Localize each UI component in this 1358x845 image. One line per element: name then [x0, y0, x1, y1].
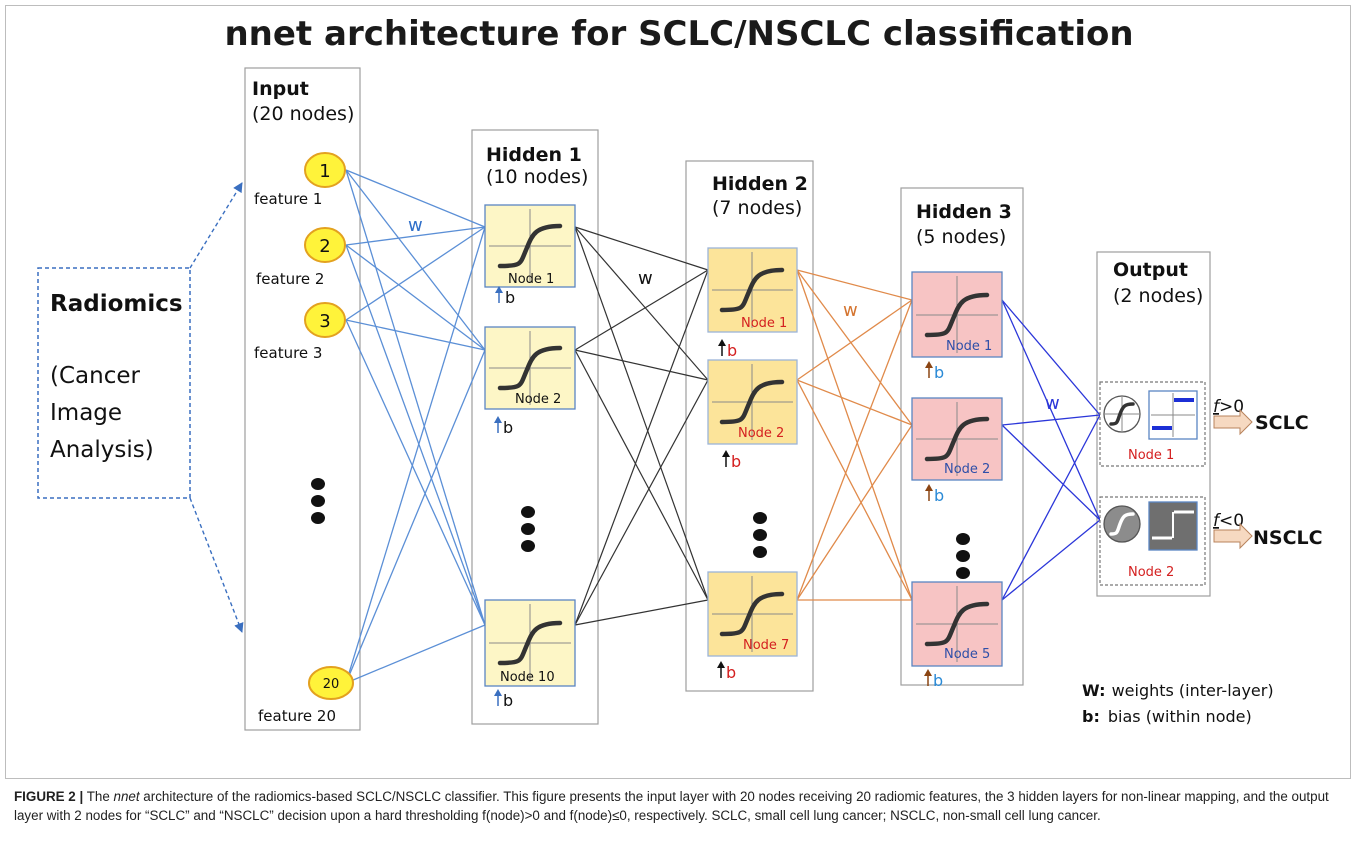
sclc-condition: f>0: [1213, 397, 1244, 417]
svg-text:Node 7: Node 7: [743, 638, 789, 653]
output-sclc-decision: f>0 SCLC: [1213, 397, 1309, 436]
weight-label-2: w: [638, 268, 653, 289]
figure-frame: [5, 5, 1351, 779]
output-nsclc-decision: f<0 NSCLC: [1213, 511, 1323, 550]
legend: W:weights (inter-layer) b:bias (within n…: [1082, 681, 1274, 726]
svg-text:b: b: [503, 418, 513, 437]
weight-label-4: w: [1045, 393, 1060, 414]
nsclc-condition: f<0: [1213, 511, 1244, 531]
input-layer-title: Input: [252, 78, 309, 100]
input-label-1: feature 1: [254, 190, 322, 208]
svg-text:20: 20: [323, 677, 340, 692]
svg-text:b: b: [731, 452, 741, 471]
nsclc-label: NSCLC: [1253, 527, 1323, 549]
hidden2-node-7: Node 7 b: [707, 571, 798, 682]
weight-label-3: w: [843, 300, 858, 321]
figure-caption: FIGURE 2 | The nnet architecture of the …: [14, 787, 1346, 825]
svg-text:1: 1: [319, 161, 330, 182]
input-node-20: 20 feature 20: [258, 666, 354, 725]
hidden1-hidden2-links: [574, 226, 709, 626]
hidden2-node-1: Node 1 b: [707, 247, 798, 360]
hidden2-layer-subtitle: (7 nodes): [712, 197, 802, 219]
svg-text:2: 2: [319, 236, 330, 257]
input-label-2: feature 2: [256, 270, 324, 288]
svg-text:Node 5: Node 5: [944, 647, 990, 662]
svg-text:b: b: [934, 486, 944, 505]
radiomics-arrow-top: [189, 182, 243, 269]
svg-text:b: b: [726, 663, 736, 682]
output-layer-subtitle: (2 nodes): [1113, 285, 1203, 307]
hidden1-node-2: Node 2 b: [484, 326, 576, 437]
radiomics-line-3: Analysis): [50, 437, 154, 463]
svg-text:b: b: [505, 288, 515, 307]
network-diagram: Radiomics (Cancer Image Analysis) Input …: [37, 67, 1323, 731]
input-hidden1-links: [345, 169, 486, 684]
svg-text:Node 1: Node 1: [946, 339, 992, 354]
svg-text:b: b: [503, 691, 513, 710]
svg-text:Node 2: Node 2: [738, 426, 784, 441]
radiomics-box: Radiomics (Cancer Image Analysis): [37, 182, 244, 633]
hidden3-layer-title: Hidden 3: [916, 201, 1012, 223]
svg-text:Node 1: Node 1: [508, 272, 554, 287]
input-label-3: feature 3: [254, 344, 322, 362]
hidden3-layer-subtitle: (5 nodes): [916, 226, 1006, 248]
hidden1-layer-title: Hidden 1: [486, 144, 582, 166]
caption-italic: nnet: [113, 789, 140, 804]
sclc-label: SCLC: [1255, 412, 1309, 434]
svg-text:b: b: [933, 671, 943, 690]
svg-text:b: b: [727, 341, 737, 360]
svg-text:3: 3: [319, 311, 330, 332]
hidden3-node-1: Node 1 b: [911, 271, 1003, 382]
output-node-2: Node 2: [1099, 496, 1206, 586]
figure-title: nnet architecture for SCLC/NSCLC classif…: [224, 14, 1134, 54]
svg-text:b: b: [934, 363, 944, 382]
svg-text:Node 2: Node 2: [1128, 565, 1174, 580]
input-node-1: 1 feature 1: [254, 152, 346, 208]
hidden3-ellipsis-dots: [956, 533, 970, 579]
input-node-3: 3 feature 3: [254, 302, 346, 362]
caption-pre: The: [86, 789, 114, 804]
svg-text:Node 2: Node 2: [944, 462, 990, 477]
svg-text:Node 1: Node 1: [741, 316, 787, 331]
svg-text:Node 1: Node 1: [1128, 448, 1174, 463]
hidden1-ellipsis-dots: [521, 506, 535, 552]
input-node-2: 2 feature 2: [256, 227, 346, 288]
hidden2-ellipsis-dots: [753, 512, 767, 558]
radiomics-line-1: (Cancer: [50, 363, 141, 389]
radiomics-arrow-bottom: [189, 497, 244, 633]
hidden1-node-1: Node 1 b: [484, 204, 576, 307]
hidden2-hidden3-links: [796, 269, 913, 601]
input-layer-subtitle: (20 nodes): [252, 103, 354, 125]
hidden2-layer-title: Hidden 2: [712, 173, 808, 195]
output-layer-title: Output: [1113, 259, 1188, 281]
radiomics-line-2: Image: [50, 400, 122, 426]
input-ellipsis-dots: [311, 478, 325, 524]
weight-label-1: w: [408, 215, 423, 236]
hidden2-node-2: Node 2 b: [707, 359, 798, 471]
legend-bias: b:bias (within node): [1082, 707, 1252, 726]
hidden3-node-2: Node 2 b: [911, 397, 1003, 505]
svg-text:Node 10: Node 10: [500, 670, 555, 685]
caption-label: FIGURE 2 |: [14, 789, 84, 804]
hidden3-output-links: [1001, 299, 1101, 601]
radiomics-title: Radiomics: [50, 291, 183, 317]
hidden3-node-5: Node 5 b: [911, 581, 1003, 690]
hidden1-node-10: Node 10 b: [484, 599, 576, 710]
legend-weights: W:weights (inter-layer): [1082, 681, 1274, 700]
input-label-20: feature 20: [258, 707, 336, 725]
hidden1-layer-subtitle: (10 nodes): [486, 166, 588, 188]
output-node-1: Node 1: [1099, 381, 1206, 467]
caption-text: architecture of the radiomics-based SCLC…: [14, 789, 1329, 823]
svg-text:Node 2: Node 2: [515, 392, 561, 407]
